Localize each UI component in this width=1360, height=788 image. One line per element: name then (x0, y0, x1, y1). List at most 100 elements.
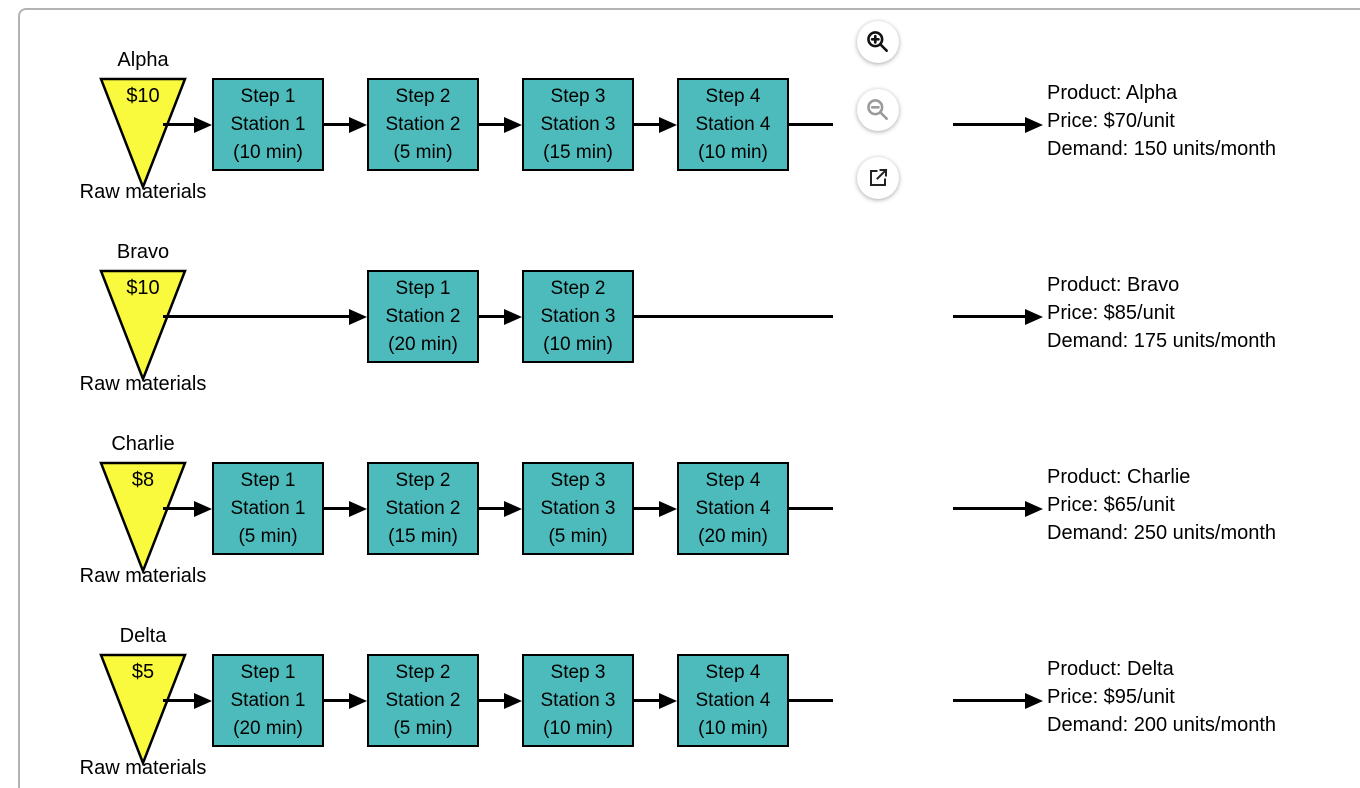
step-label: Step 2 (395, 661, 451, 683)
arrowhead-icon (504, 693, 522, 709)
station-label: Station 3 (540, 497, 616, 519)
station-label: Station 4 (695, 689, 771, 711)
arrowhead-icon (1025, 117, 1043, 133)
step-label: Step 3 (550, 85, 606, 107)
product-info-demand: Demand: 175 units/month (1047, 330, 1277, 352)
product-info-name: Product: Delta (1047, 658, 1174, 680)
flow-line (953, 507, 1027, 510)
station-box: Step 3 Station 3 (5 min) (522, 462, 634, 555)
product-info: Product: Alpha Price: $70/unit Demand: 1… (1047, 79, 1276, 163)
arrowhead-icon (659, 501, 677, 517)
flow-line (479, 123, 505, 126)
raw-materials-triangle-icon (99, 77, 187, 190)
arrowhead-icon (504, 309, 522, 325)
arrowhead-icon (504, 501, 522, 517)
cycle-time-label: (15 min) (388, 525, 458, 547)
station-label: Station 1 (230, 113, 306, 135)
station-label: Station 1 (230, 689, 306, 711)
flow-line (789, 123, 833, 126)
cycle-time-label: (20 min) (233, 717, 303, 739)
station-label: Station 3 (540, 305, 616, 327)
product-info: Product: Delta Price: $95/unit Demand: 2… (1047, 655, 1276, 739)
product-name-label: Delta (119, 625, 167, 647)
product-info-price: Price: $65/unit (1047, 494, 1175, 516)
flow-line (163, 315, 350, 318)
open-in-new-icon (870, 168, 888, 186)
station-box: Step 4 Station 4 (10 min) (677, 654, 789, 747)
arrowhead-icon (194, 117, 212, 133)
step-label: Step 1 (240, 85, 296, 107)
flow-line (634, 315, 833, 318)
raw-materials-triangle-icon (99, 461, 187, 574)
cycle-time-label: (5 min) (548, 525, 608, 547)
station-label: Station 2 (385, 689, 461, 711)
arrowhead-icon (1025, 693, 1043, 709)
arrowhead-icon (194, 693, 212, 709)
station-box: Step 1 Station 1 (5 min) (212, 462, 324, 555)
station-label: Station 2 (385, 305, 461, 327)
station-box: Step 4 Station 4 (20 min) (677, 462, 789, 555)
flow-line (953, 123, 1027, 126)
cycle-time-label: (20 min) (698, 525, 768, 547)
station-label: Station 3 (540, 113, 616, 135)
product-info-price: Price: $95/unit (1047, 686, 1175, 708)
cycle-time-label: (5 min) (393, 717, 453, 739)
cycle-time-label: (10 min) (698, 141, 768, 163)
step-label: Step 4 (705, 85, 761, 107)
arrowhead-icon (1025, 309, 1043, 325)
station-box: Step 2 Station 2 (15 min) (367, 462, 479, 555)
flow-line (479, 699, 505, 702)
flow-line (634, 699, 660, 702)
product-info: Product: Bravo Price: $85/unit Demand: 1… (1047, 271, 1276, 355)
station-box: Step 4 Station 4 (10 min) (677, 78, 789, 171)
arrowhead-icon (659, 117, 677, 133)
arrowhead-icon (659, 693, 677, 709)
flow-line (324, 507, 350, 510)
station-label: Station 2 (385, 497, 461, 519)
product-name-label: Bravo (116, 241, 170, 263)
step-label: Step 4 (705, 469, 761, 491)
raw-materials-triangle-icon (99, 653, 187, 766)
raw-material-cost: $5 (131, 661, 155, 683)
flow-line (789, 699, 833, 702)
station-box: Step 1 Station 2 (20 min) (367, 270, 479, 363)
cycle-time-label: (10 min) (233, 141, 303, 163)
station-label: Station 4 (695, 497, 771, 519)
arrowhead-icon (504, 117, 522, 133)
step-label: Step 4 (705, 661, 761, 683)
arrowhead-icon (349, 117, 367, 133)
cycle-time-label: (10 min) (698, 717, 768, 739)
open-external-button[interactable] (857, 157, 899, 199)
raw-materials-label: Raw materials (79, 757, 207, 779)
flow-line (634, 123, 660, 126)
product-info-demand: Demand: 150 units/month (1047, 138, 1277, 160)
arrowhead-icon (349, 501, 367, 517)
station-box: Step 1 Station 1 (20 min) (212, 654, 324, 747)
flow-line (163, 507, 195, 510)
product-info-demand: Demand: 250 units/month (1047, 522, 1277, 544)
raw-material-cost: $8 (131, 469, 155, 491)
cycle-time-label: (10 min) (543, 333, 613, 355)
flow-line (953, 315, 1027, 318)
flow-line (479, 315, 505, 318)
raw-materials-label: Raw materials (79, 565, 207, 587)
step-label: Step 3 (550, 661, 606, 683)
step-label: Step 2 (550, 277, 606, 299)
zoom-in-button[interactable] (857, 21, 899, 63)
station-box: Step 2 Station 2 (5 min) (367, 78, 479, 171)
zoom-out-button[interactable] (857, 89, 899, 131)
product-name-label: Alpha (117, 49, 169, 71)
cycle-time-label: (5 min) (238, 525, 298, 547)
station-box: Step 2 Station 3 (10 min) (522, 270, 634, 363)
station-label: Station 2 (385, 113, 461, 135)
step-label: Step 1 (240, 661, 296, 683)
step-label: Step 1 (240, 469, 296, 491)
flow-line (324, 123, 350, 126)
product-info-price: Price: $85/unit (1047, 302, 1175, 324)
product-info-name: Product: Charlie (1047, 466, 1191, 488)
raw-materials-label: Raw materials (79, 181, 207, 203)
flow-line (163, 123, 195, 126)
zoom-out-icon (867, 99, 888, 120)
arrowhead-icon (194, 501, 212, 517)
raw-materials-triangle-icon (99, 269, 187, 382)
